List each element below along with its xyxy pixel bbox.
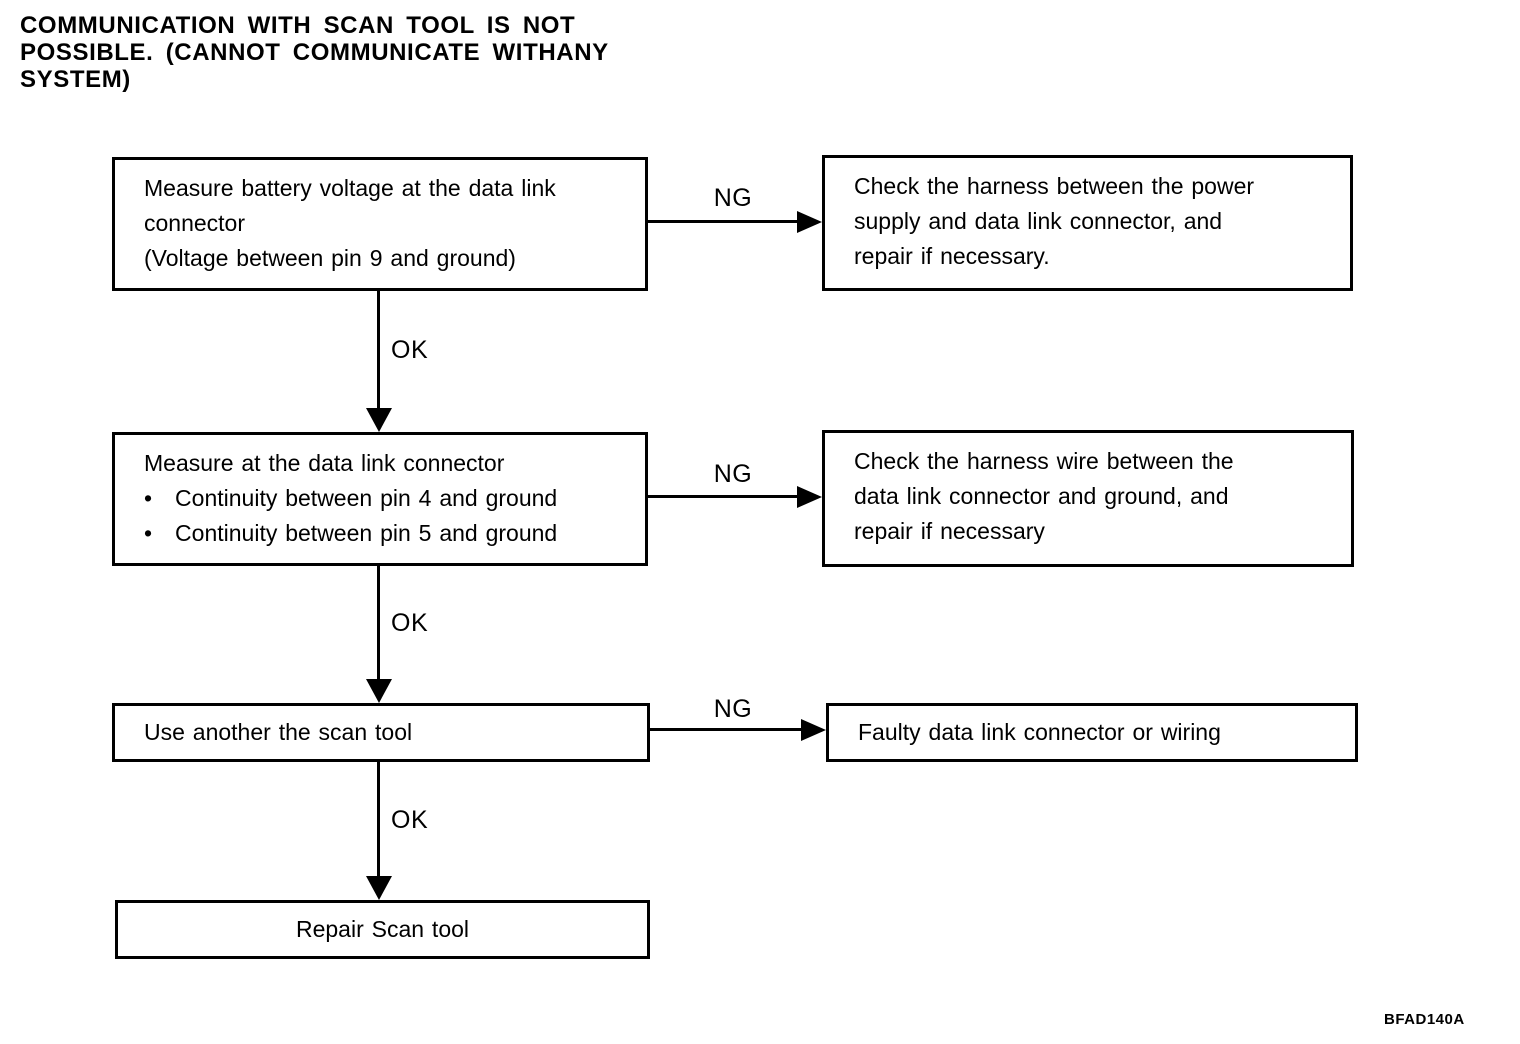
ok-arrow-down-icon-3 <box>365 762 392 900</box>
arrow-line <box>648 220 804 223</box>
arrow-head <box>797 485 822 508</box>
ok-label-2: OK <box>391 609 429 637</box>
ng-label-2: NG <box>713 460 753 488</box>
arrow-head <box>365 876 392 900</box>
arrow-head <box>797 210 822 233</box>
arrow-head <box>365 679 392 703</box>
step-box-measure-battery-voltage: Measure battery voltage at the data link… <box>112 157 648 291</box>
arrow-line <box>648 495 804 498</box>
figure-code: BFAD140A <box>1384 1011 1465 1028</box>
arrow-line <box>377 290 380 412</box>
page-title: COMMUNICATION WITH SCAN TOOL IS NOT POSS… <box>20 12 609 93</box>
ok-label-1: OK <box>391 336 429 364</box>
step-box-measure-data-link-connector: Measure at the data link connector • Con… <box>112 432 648 566</box>
ok-arrow-down-icon-1 <box>365 290 392 432</box>
arrow-line <box>377 762 380 880</box>
result-box-check-ground-harness: Check the harness wire between the data … <box>822 430 1354 567</box>
arrow-head <box>801 718 826 741</box>
step-box-use-another-scan-tool: Use another the scan tool <box>112 703 650 762</box>
arrow-line <box>377 566 380 683</box>
ok-label-3: OK <box>391 806 429 834</box>
ng-arrow-right-icon-2 <box>648 485 822 508</box>
ok-arrow-down-icon-2 <box>365 566 392 703</box>
ng-arrow-right-icon-1 <box>648 210 822 233</box>
result-box-check-power-harness: Check the harness between the power supp… <box>822 155 1353 291</box>
step-box-repair-scan-tool: Repair Scan tool <box>115 900 650 959</box>
arrow-head <box>365 408 392 432</box>
result-box-faulty-data-link-connector: Faulty data link connector or wiring <box>826 703 1358 762</box>
ng-label-1: NG <box>713 184 753 212</box>
arrow-line <box>650 728 808 731</box>
ng-arrow-right-icon-3 <box>650 718 826 741</box>
ng-label-3: NG <box>713 695 753 723</box>
